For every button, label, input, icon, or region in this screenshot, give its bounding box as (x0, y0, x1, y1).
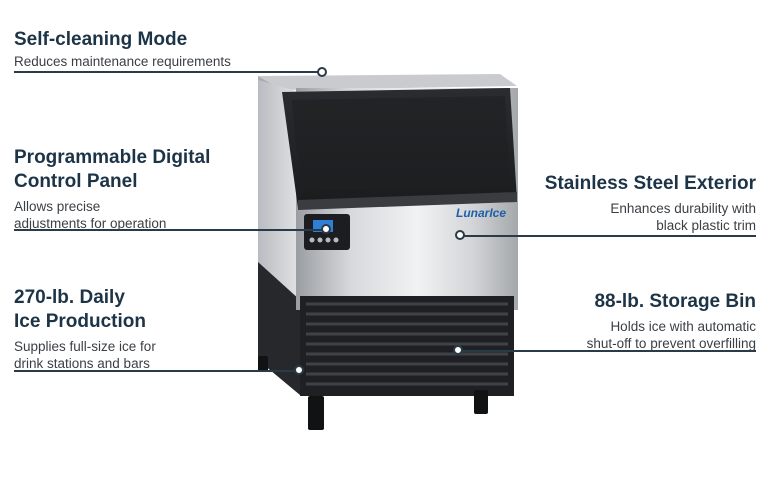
feature-production: 270-lb. Daily Ice Production Supplies fu… (14, 286, 156, 372)
feature-title-line2: Control Panel (14, 171, 138, 192)
feature-title-line1: 270-lb. Daily (14, 287, 125, 308)
feature-exterior: Stainless Steel Exterior Enhances durabi… (545, 172, 756, 234)
feature-description-line2: shut-off to prevent overfilling (586, 336, 756, 351)
feature-description-line1: Allows precise (14, 199, 101, 214)
callout-dot-self-cleaning (317, 67, 327, 77)
callout-line-self-cleaning (14, 71, 322, 73)
feature-description-line2: adjustments for operation (14, 216, 167, 231)
feature-title-line2: Ice Production (14, 311, 146, 332)
feature-self-cleaning: Self-cleaning Mode Reduces maintenance r… (14, 28, 231, 70)
feature-description-line2: drink stations and bars (14, 356, 150, 371)
callout-line-control-panel (14, 229, 330, 231)
feature-description: Reduces maintenance requirements (14, 54, 231, 69)
feature-title: Self-cleaning Mode (14, 29, 188, 50)
feature-description-line1: Holds ice with automatic (610, 319, 756, 334)
feature-storage: 88-lb. Storage Bin Holds ice with automa… (587, 290, 756, 352)
feature-title-line1: Programmable Digital (14, 147, 211, 168)
feature-description-line2: black plastic trim (656, 218, 756, 233)
callout-dot-storage (453, 345, 463, 355)
callout-line-exterior (462, 235, 756, 237)
feature-title: Stainless Steel Exterior (544, 173, 756, 194)
callout-dot-production (294, 365, 304, 375)
feature-description-line1: Supplies full-size ice for (14, 339, 156, 354)
brand-logo: LunarIce (456, 206, 506, 220)
feature-description-line1: Enhances durability with (610, 201, 756, 216)
feature-control-panel: Programmable Digital Control Panel Allow… (14, 146, 210, 232)
callout-dot-exterior (455, 230, 465, 240)
callout-line-storage (460, 350, 756, 352)
callout-dot-control-panel (321, 224, 331, 234)
feature-title: 88-lb. Storage Bin (594, 291, 756, 312)
callout-line-production (14, 370, 300, 372)
